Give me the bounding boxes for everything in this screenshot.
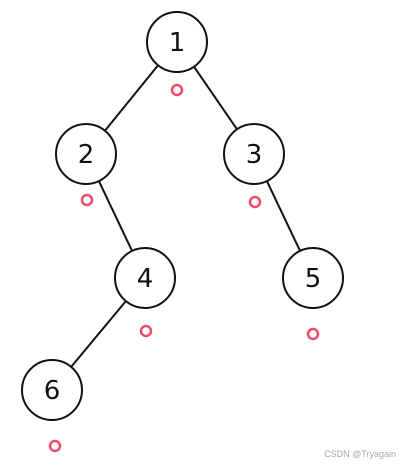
node-marker-2 bbox=[80, 193, 94, 207]
node-circle bbox=[21, 359, 83, 421]
tree-nodes: 1 2 3 4 5 6 bbox=[21, 11, 344, 421]
tree-node-5: 5 bbox=[282, 247, 344, 309]
edge-2-4 bbox=[97, 180, 134, 252]
node-circle bbox=[146, 11, 208, 73]
edge-1-3 bbox=[192, 65, 239, 131]
watermark-text: CSDN @Tryagain bbox=[324, 449, 396, 459]
edge-3-5 bbox=[265, 180, 302, 252]
edge-4-6 bbox=[70, 300, 127, 368]
node-label: 4 bbox=[137, 264, 154, 294]
node-label: 1 bbox=[169, 28, 186, 58]
node-marker-3 bbox=[248, 195, 262, 209]
node-label: 2 bbox=[78, 140, 95, 170]
node-marker-1 bbox=[170, 83, 184, 97]
node-label: 6 bbox=[44, 376, 61, 406]
node-label: 5 bbox=[305, 264, 322, 294]
node-circle bbox=[55, 123, 117, 185]
node-marker-4 bbox=[139, 324, 153, 338]
tree-node-2: 2 bbox=[55, 123, 117, 185]
tree-node-6: 6 bbox=[21, 359, 83, 421]
tree-node-3: 3 bbox=[223, 123, 285, 185]
node-circle bbox=[282, 247, 344, 309]
tree-node-4: 4 bbox=[114, 247, 176, 309]
edge-1-2 bbox=[103, 64, 160, 132]
node-markers bbox=[48, 83, 320, 453]
node-circle bbox=[223, 123, 285, 185]
tree-node-1: 1 bbox=[146, 11, 208, 73]
tree-edges bbox=[70, 64, 302, 368]
node-marker-6 bbox=[48, 439, 62, 453]
node-label: 3 bbox=[246, 140, 263, 170]
node-circle bbox=[114, 247, 176, 309]
node-marker-5 bbox=[306, 327, 320, 341]
